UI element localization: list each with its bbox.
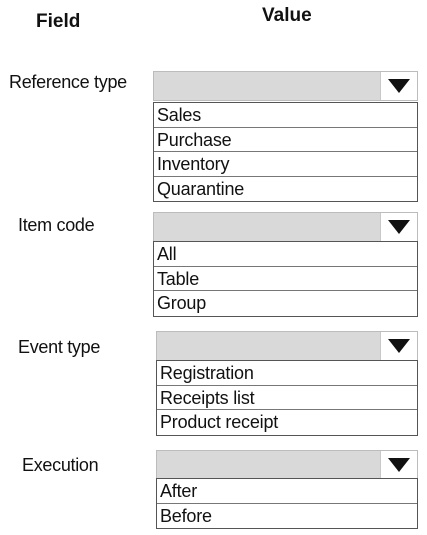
chevron-down-icon[interactable] [380,213,417,241]
chevron-down-icon[interactable] [380,332,417,360]
execution-options: After Before [156,478,418,529]
field-column-header: Field [36,11,81,32]
item-code-dropdown[interactable] [153,212,418,242]
option-after[interactable]: After [157,479,417,504]
item-code-options: All Table Group [153,241,418,317]
option-product-receipt[interactable]: Product receipt [160,412,279,432]
option-purchase[interactable]: Purchase [154,128,417,152]
option-receipts-list[interactable]: Receipts list [157,386,417,410]
reference-type-options: Sales Purchase Inventory Quarantine [153,102,418,202]
reference-type-dropdown[interactable] [153,71,418,101]
event-type-options: Registration Receipts list Product recei… [156,360,418,436]
chevron-down-icon[interactable] [380,451,417,479]
option-table[interactable]: Table [154,267,417,291]
option-all[interactable]: All [154,242,417,267]
option-sales[interactable]: Sales [154,103,417,128]
reference-type-label: Reference type [9,72,127,92]
event-type-dropdown[interactable] [156,331,418,361]
option-before[interactable]: Before [160,505,212,526]
execution-dropdown[interactable] [156,450,418,480]
option-quarantine[interactable]: Quarantine [157,178,245,199]
item-code-label: Item code [18,215,95,235]
option-inventory[interactable]: Inventory [154,152,417,177]
option-registration[interactable]: Registration [157,361,417,386]
execution-label: Execution [22,455,99,475]
event-type-label: Event type [18,337,101,357]
option-group[interactable]: Group [157,293,207,313]
value-column-header: Value [262,5,312,26]
chevron-down-icon[interactable] [380,72,417,100]
